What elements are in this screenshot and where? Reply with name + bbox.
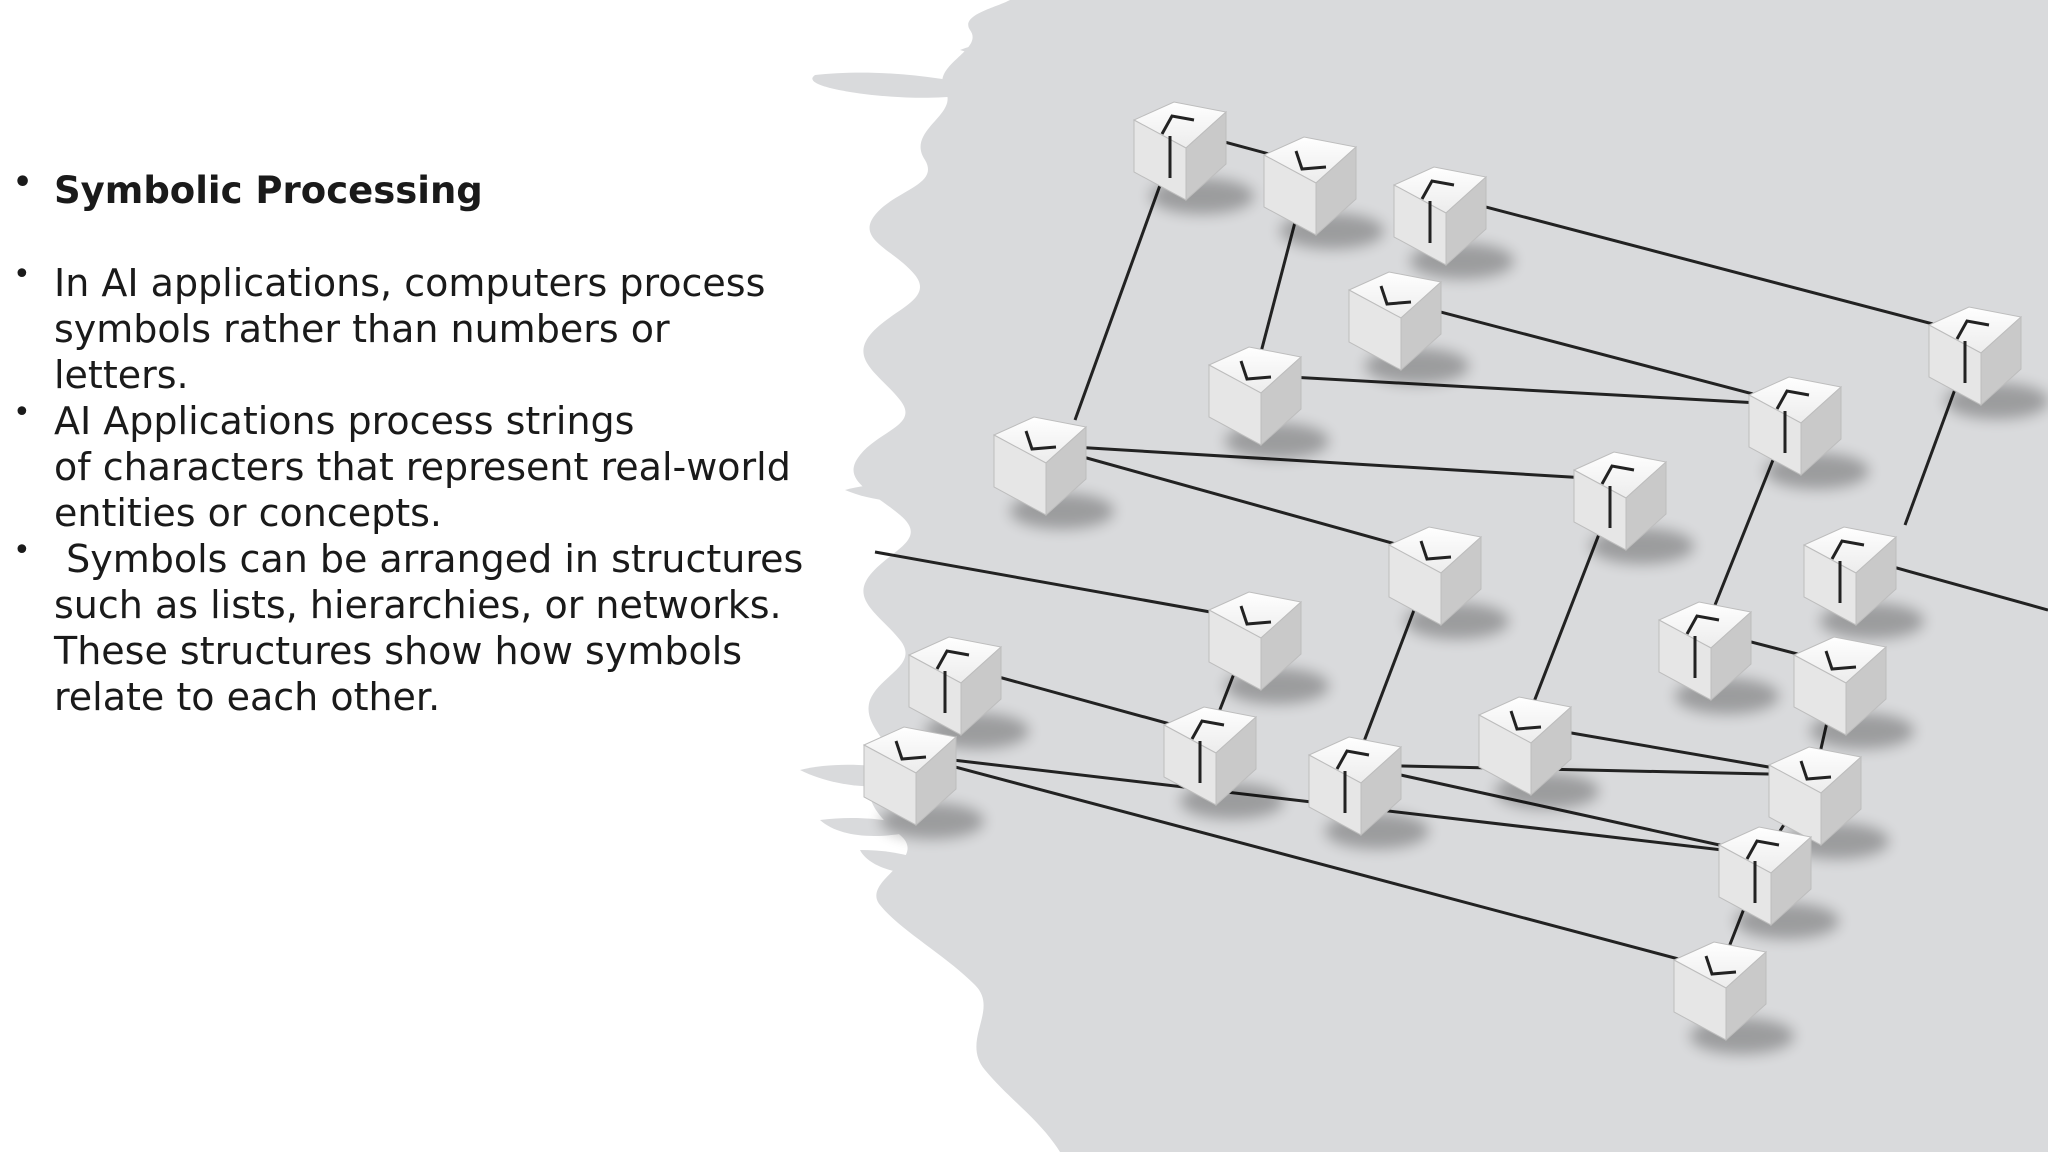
network-line	[1039, 443, 1436, 557]
cube	[862, 726, 984, 839]
cube	[1767, 746, 1889, 859]
cube	[1747, 376, 1869, 489]
network-line	[909, 753, 1721, 972]
bullet-dot: •	[13, 165, 33, 200]
cube	[1262, 136, 1384, 249]
bullet-dot: •	[13, 395, 31, 430]
bullet-1-line-2: symbols rather than numbers or	[54, 307, 670, 351]
cube	[1347, 271, 1469, 384]
cube	[1477, 696, 1599, 809]
cube	[1572, 451, 1694, 564]
bullet-3-line-3: These structures show how symbols	[54, 629, 743, 673]
cube	[1307, 736, 1429, 849]
bullet-3-line-4: relate to each other.	[54, 675, 441, 719]
bullet-2-line-2: of characters that represent real-world	[54, 445, 791, 489]
cube	[1387, 526, 1509, 639]
cube	[1672, 941, 1794, 1054]
bullet-3-line-2: such as lists, hierarchies, or networks.	[54, 583, 782, 627]
network-line	[1524, 723, 1816, 777]
bullet-2-line-3: entities or concepts.	[54, 491, 442, 535]
bullet-3-line-1: Symbols can be arranged in structures	[54, 537, 804, 581]
bullet-1-line-1: In AI applications, computers process	[54, 261, 766, 305]
cube	[1132, 101, 1254, 214]
network-line	[1439, 193, 1976, 337]
network-line	[1039, 443, 1621, 482]
bullet-dot: •	[13, 533, 31, 568]
cube	[992, 416, 1114, 529]
cube	[1802, 526, 1924, 639]
slide-heading: Symbolic Processing	[54, 169, 483, 212]
cube	[1207, 591, 1329, 704]
network-line	[1354, 763, 1766, 857]
cube	[1657, 601, 1779, 714]
cube	[1717, 826, 1839, 939]
cube	[1207, 346, 1329, 459]
cube	[1392, 166, 1514, 279]
network-line	[1254, 373, 1796, 407]
cube	[1162, 706, 1284, 819]
bullet-1-line-3: letters.	[54, 353, 189, 397]
network-line	[874, 550, 1256, 622]
network-line	[1354, 763, 1816, 777]
bullet-3: • Symbols can be arranged in structures …	[0, 533, 804, 720]
cube	[1792, 636, 1914, 749]
bullet-2: • AI Applications process strings of cha…	[0, 395, 800, 536]
heading-bullet: • Symbolic Processing	[0, 165, 800, 214]
cube	[1927, 306, 2048, 419]
bullet-1: • In AI applications, computers process …	[0, 257, 800, 398]
text-content: • Symbolic Processing • In AI applicatio…	[0, 165, 804, 720]
bullet-dot: •	[13, 257, 31, 292]
network-line	[1394, 298, 1796, 407]
bullet-2-line-1: AI Applications process strings	[54, 399, 635, 443]
